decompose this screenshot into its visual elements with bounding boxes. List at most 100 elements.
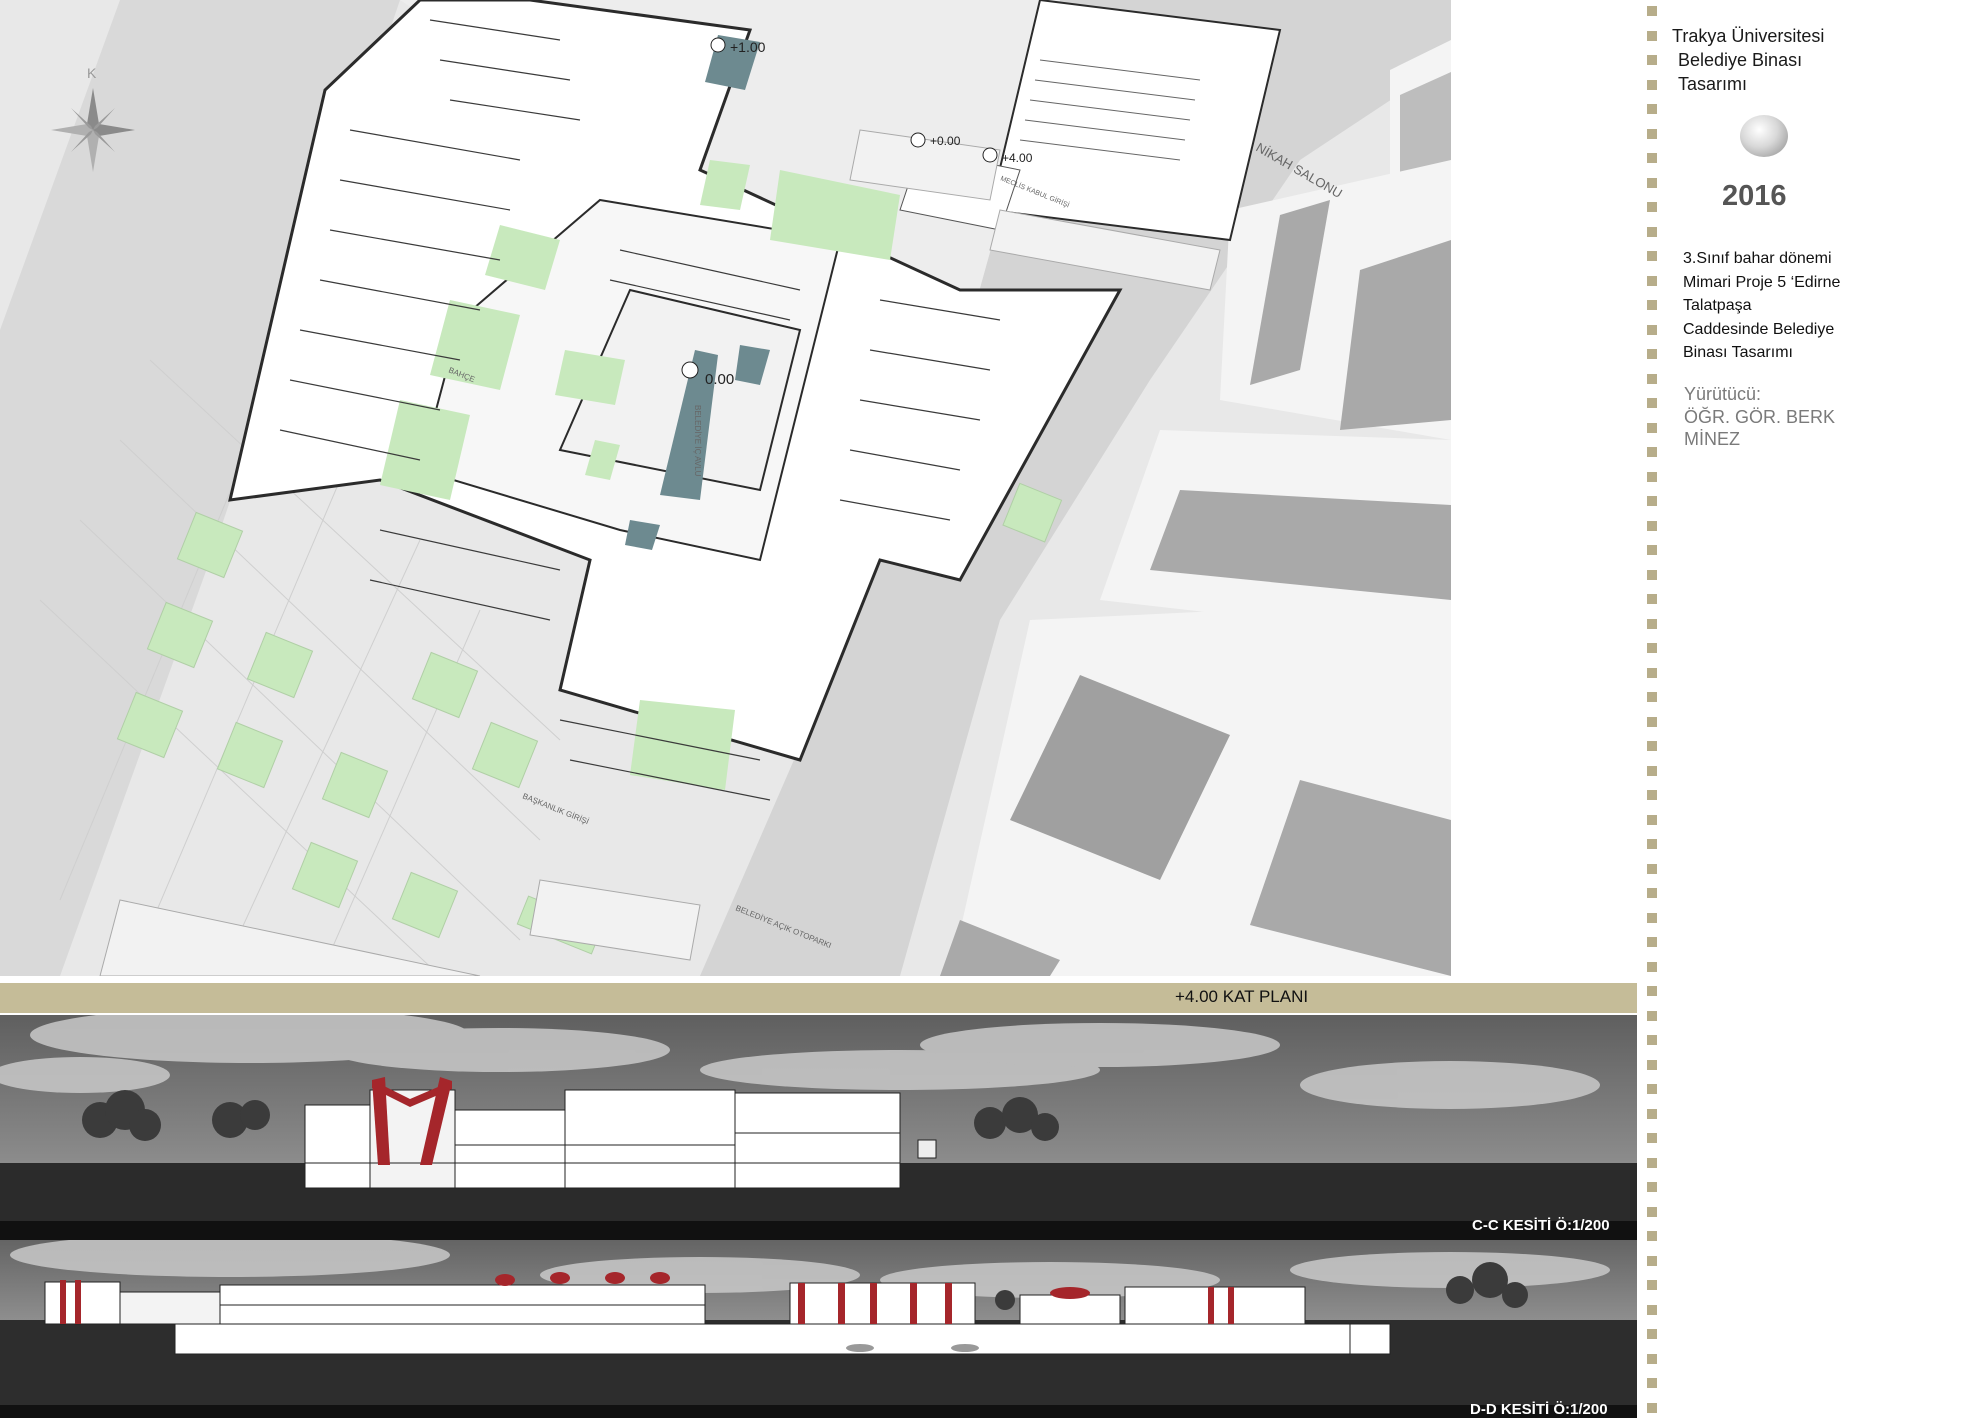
border-dot (1647, 986, 1657, 996)
border-dot (1647, 55, 1657, 65)
border-dot (1647, 1255, 1657, 1266)
border-dot (1647, 398, 1657, 408)
parking-lots (99, 129, 1221, 976)
court-label: BELEDİYE İÇ AVLU (693, 405, 702, 477)
dotted-border (1647, 0, 1659, 1418)
floor-plan-svg: K +1.00 +0.00 +4.00 0.00 NİKAH SALONU BA… (0, 0, 1451, 976)
border-dot (1647, 1108, 1657, 1119)
plaza-grid (39, 359, 561, 976)
plan-caption: +4.00 KAT PLANI (1175, 987, 1309, 1006)
border-dot (1647, 153, 1657, 163)
title-line: Tasarımı (1678, 74, 1748, 94)
info-sidebar (1637, 0, 1969, 1418)
project-year: 2016 (1722, 180, 1787, 212)
border-dot (1647, 1206, 1657, 1217)
border-dot (1647, 692, 1657, 702)
border-dot (1647, 1133, 1657, 1143)
border-dot (1647, 765, 1657, 776)
section-dd-caption: D-D KESİTİ Ö:1/200 (1470, 1401, 1608, 1418)
border-dot (1647, 1010, 1657, 1021)
section-dd-svg (0, 1240, 1637, 1418)
floor-plan-drawing: K +1.00 +0.00 +4.00 0.00 NİKAH SALONU BA… (0, 0, 1451, 976)
logo-icon (1740, 115, 1788, 157)
trees (82, 1090, 1059, 1141)
border-dot (1647, 1304, 1657, 1315)
building-section-cc (304, 1077, 901, 1189)
border-dot (1647, 961, 1657, 972)
border-dot (1647, 888, 1657, 898)
border-dot (1647, 790, 1657, 800)
border-dot (1647, 6, 1657, 16)
building-section-dd (44, 1272, 1391, 1355)
border-dot (1647, 1157, 1657, 1168)
border-dot (1647, 79, 1657, 90)
compass-letter: K (87, 65, 97, 81)
border-dot (1647, 545, 1657, 555)
description-line: Talatpaşa (1683, 297, 1752, 314)
border-dot (1647, 1280, 1657, 1290)
border-dot (1647, 422, 1657, 433)
border-dot (1647, 618, 1657, 629)
section-cc-svg (0, 1015, 1637, 1240)
level-marker: +4.00 (1002, 151, 1033, 165)
instructor-line: Yürütücü: (1684, 384, 1762, 404)
border-dot (1647, 349, 1657, 359)
section-dd-drawing (0, 1240, 1637, 1418)
border-dot (1647, 300, 1657, 310)
level-marker: +1.00 (730, 39, 766, 55)
section-cc-drawing (0, 1015, 1637, 1240)
border-dot (1647, 1329, 1657, 1339)
border-dot (1647, 1353, 1657, 1364)
border-dot (1647, 839, 1657, 849)
description-line: 3.Sınıf bahar dönemi (1683, 250, 1832, 267)
courtyard-pool (660, 350, 718, 500)
border-dot (1647, 716, 1657, 727)
border-dot (1647, 177, 1657, 188)
description-line: Binası Tasarımı (1683, 344, 1793, 361)
city-blocks (940, 40, 1451, 976)
title-line: Trakya Üniversitesi (1672, 26, 1825, 46)
border-dot (1647, 937, 1657, 947)
border-dot (1647, 1059, 1657, 1070)
border-dot (1647, 275, 1657, 286)
level-marker: +0.00 (930, 134, 961, 148)
instructor-line: MİNEZ (1684, 429, 1740, 449)
title-line: Belediye Binası (1678, 50, 1803, 70)
border-dot (1647, 1084, 1657, 1094)
border-dot (1647, 324, 1657, 335)
border-dot (1647, 594, 1657, 604)
description-line: Caddesinde Belediye (1683, 320, 1835, 338)
section-cc-caption: C-C KESİTİ Ö:1/200 (1472, 1217, 1610, 1234)
building-footprint (228, 0, 1123, 790)
border-dot (1647, 1231, 1657, 1241)
border-dot (1647, 912, 1657, 923)
border-dot (1647, 30, 1657, 41)
border-dot (1647, 226, 1657, 237)
level-marker: 0.00 (705, 371, 734, 388)
north-arrow-icon: K (51, 65, 135, 172)
project-title: Trakya Üniversitesi Belediye Binası Tasa… (1672, 24, 1824, 96)
border-dot (1647, 373, 1657, 384)
border-dot (1647, 741, 1657, 751)
trees (995, 1262, 1528, 1310)
border-dot (1647, 643, 1657, 653)
border-dot (1647, 520, 1657, 531)
border-dot (1647, 1378, 1657, 1388)
plan-caption-band: +4.00 KAT PLANI (0, 983, 1637, 1013)
border-dot (1647, 251, 1657, 261)
room-partitions (279, 19, 1001, 801)
instructor-line: ÖĞR. GÖR. BERK (1684, 406, 1836, 427)
project-description: 3.Sınıf bahar dönemi Mimari Proje 5 ‘Edi… (1683, 247, 1840, 365)
border-dot (1647, 104, 1657, 114)
border-dot (1647, 667, 1657, 678)
border-dot (1647, 202, 1657, 212)
clouds (0, 1015, 1600, 1109)
border-dot (1647, 447, 1657, 457)
border-dot (1647, 863, 1657, 874)
border-dot (1647, 1182, 1657, 1192)
clouds (10, 1240, 1610, 1298)
border-dot (1647, 496, 1657, 506)
border-dot (1647, 814, 1657, 825)
border-dot (1647, 1402, 1657, 1413)
instructor-info: Yürütücü: ÖĞR. GÖR. BERK MİNEZ (1684, 383, 1835, 451)
